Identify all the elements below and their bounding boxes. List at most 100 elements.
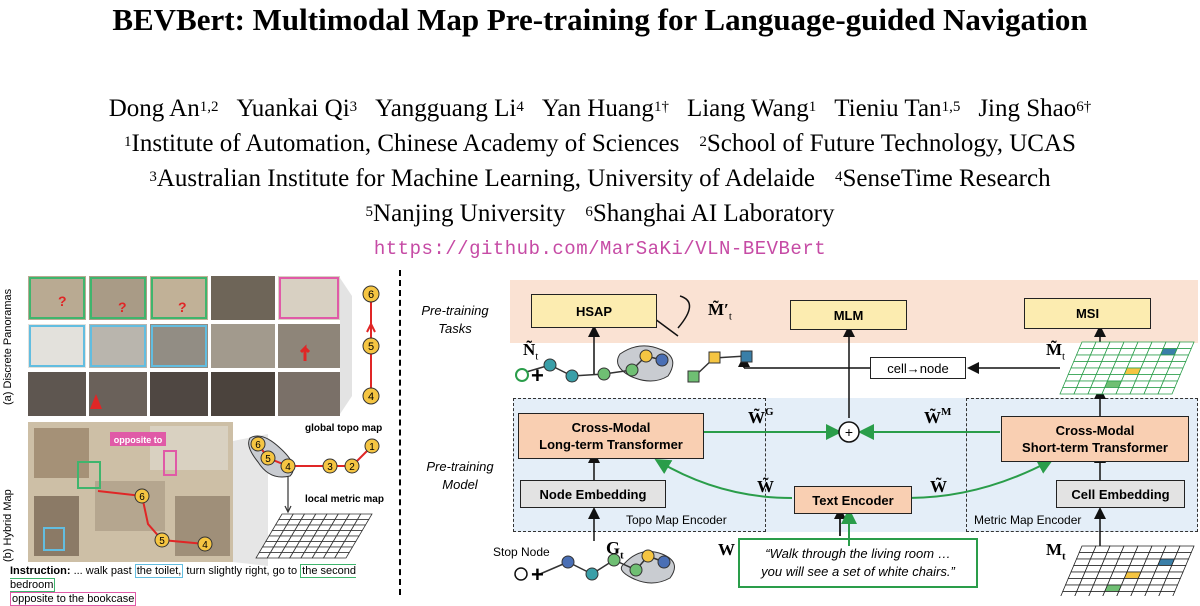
m-t-label: Mt (1046, 540, 1066, 563)
author-list: Dong An1,2 Yuankai Qi3 Yangguang Li4 Yan Hu… (0, 94, 1200, 124)
grid-cell (1176, 341, 1195, 349)
plus-bottom: + (531, 562, 544, 587)
grid-cell (1168, 565, 1187, 573)
instruction-bedroom: the second bedroom (10, 564, 356, 592)
instruction-label: Instruction: (10, 565, 71, 577)
author-6: Tieniu Tan1,5 (834, 95, 961, 122)
local-metric-grid (255, 513, 373, 559)
grid-cell (1173, 552, 1192, 560)
topo-node-6: 6 (255, 440, 261, 451)
grid-cell (1160, 380, 1179, 388)
global-topo-map-label: global topo map (305, 423, 382, 434)
map-node-5: 5 (159, 536, 165, 547)
g-t-label: Gt (606, 538, 624, 562)
m-prime-label: M̃′t (708, 300, 732, 323)
map-node-4: 4 (202, 540, 208, 551)
instruction-toilet: the toilet, (134, 564, 184, 578)
opposite-to-label: opposite to (114, 435, 163, 445)
instruction-text-box: “Walk through the living room … you will… (738, 538, 978, 588)
node-5-label-top: 5 (368, 341, 374, 353)
sum-plus: + (845, 424, 853, 440)
paper-title: BEVBert: Multimodal Map Pre-training for… (112, 2, 1088, 37)
m-tilde-label: M̃t (1046, 340, 1066, 363)
grid-cell (1157, 387, 1176, 395)
cross-modal-short-term-transformer: Cross-Modal Short-term Transformer (1001, 416, 1189, 462)
node-6-label-top: 6 (368, 289, 374, 301)
metric-map-encoder-label: Metric Map Encoder (974, 513, 1082, 527)
topo-node-5: 5 (265, 454, 271, 465)
affiliation-4: 4SenseTime Research (835, 165, 1051, 192)
grid-cell (334, 552, 350, 559)
sum-node (838, 421, 860, 443)
map-node-6: 6 (139, 492, 145, 503)
instruction-caption: Instruction: ... walk past the toilet, t… (10, 564, 395, 606)
grid-cell (1165, 367, 1184, 375)
cell-to-node-box: cell→node (870, 357, 966, 379)
affiliations-line-2: 3Australian Institute for Machine Learni… (0, 164, 1200, 194)
label-hybrid-map: (b) Hybrid Map (2, 489, 14, 562)
node-4-label-top: 4 (368, 391, 374, 403)
grid-cell (1116, 591, 1134, 596)
grid-cell (1130, 591, 1148, 596)
cross-modal-long-term-transformer: Cross-Modal Long-term Transformer (518, 413, 704, 459)
affiliations-line-3: 5Nanjing University 6Shanghai AI Laborato… (0, 199, 1200, 229)
instruction-bookcase: opposite to the bookcase (10, 592, 137, 606)
pretraining-model-label: Pre-training Model (426, 459, 494, 492)
author-7: Jing Shao6† (978, 95, 1092, 122)
stop-node-label: Stop Node (493, 545, 550, 559)
grid-cell (1162, 578, 1181, 586)
instruction-part-1: ... walk past (73, 565, 132, 577)
grid-cell (1158, 591, 1176, 596)
cell-embedding-box: Cell Embedding (1056, 480, 1185, 508)
author-4: Yan Huang1† (541, 95, 669, 122)
w-tilde-right: W̃ (930, 477, 947, 496)
question-mark-1: ? (58, 293, 67, 309)
n-tilde-label: Ñt (523, 340, 539, 363)
topo-map-encoder-label: Topo Map Encoder (626, 513, 727, 527)
author-3: Yangguang Li4 (375, 95, 524, 122)
left-figure-svg: ? ? ? 6 5 (28, 276, 384, 566)
affiliation-6: 6Shanghai AI Laboratory (585, 200, 835, 227)
topo-node-3: 3 (327, 462, 333, 473)
panorama-row-2 (28, 324, 340, 368)
grid-cell (1160, 584, 1179, 592)
grid-cell (1144, 591, 1162, 596)
metric-grid-bottom (1060, 545, 1195, 596)
grid-cell (1060, 591, 1078, 596)
affiliation-3: 3Australian Institute for Machine Learni… (149, 165, 816, 192)
floor-plan: opposite to 6 5 4 (28, 422, 233, 562)
architecture-svg: + + + (514, 294, 1195, 596)
grid-cell (1171, 354, 1190, 362)
question-mark-2: ? (118, 299, 127, 315)
panorama-row-1: ? ? ? (28, 276, 340, 320)
figure-divider (399, 270, 401, 595)
metric-grid-top (1059, 341, 1195, 395)
topo-node-4: 4 (285, 462, 291, 473)
grid-cell (1176, 545, 1195, 553)
topo-node-2: 2 (349, 462, 355, 473)
w-m-label: W̃M (924, 406, 952, 427)
github-link[interactable]: https://github.com/MarSaKi/VLN-BEVBert (373, 238, 827, 260)
hsap-task-box: HSAP (531, 294, 657, 328)
author-2: Yuankai Qi3 (236, 95, 358, 122)
grid-cell (1162, 374, 1181, 382)
pretraining-tasks-label: Pre-training Tasks (421, 303, 489, 336)
grid-cell (1165, 571, 1184, 579)
affiliation-5: 5Nanjing University (365, 200, 566, 227)
question-mark-3: ? (178, 299, 187, 315)
author-1: Dong An1,2 (108, 95, 219, 122)
grid-cell (1102, 591, 1120, 596)
msi-task-box: MSI (1024, 298, 1151, 329)
grid-cell (1171, 558, 1190, 566)
text-encoder-box: Text Encoder (794, 486, 912, 514)
grid-cell (1168, 361, 1187, 369)
panorama-row-3 (28, 372, 340, 416)
topo-node-1: 1 (369, 442, 375, 453)
grid-cell (1088, 591, 1106, 596)
local-metric-map-label: local metric map (305, 494, 384, 505)
w-g-label: W̃G (748, 406, 774, 427)
affiliations-line-1: 1Institute of Automation, Chinese Academ… (0, 129, 1200, 159)
plus-top: + (531, 363, 544, 388)
grid-cell (1173, 348, 1192, 356)
w-tilde-left: W̃ (757, 477, 774, 496)
